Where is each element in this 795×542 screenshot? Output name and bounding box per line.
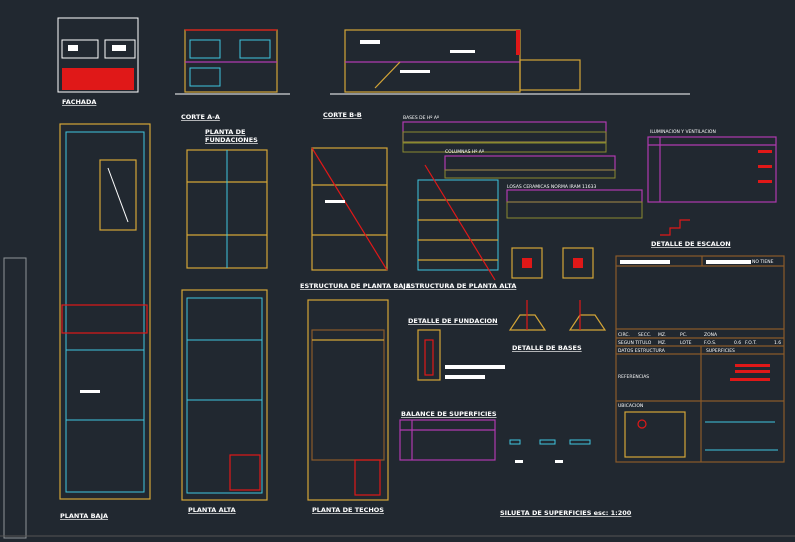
corte-bb-drawing	[330, 29, 690, 95]
corte-bb-label: CORTE B-B	[323, 111, 362, 119]
planta-fundaciones-drawing	[186, 149, 268, 269]
tb-zona: ZONA	[704, 332, 718, 338]
planta-techos-label: PLANTA DE TECHOS	[312, 506, 384, 514]
tb-ubicacion: UBICACION	[618, 403, 643, 409]
tb-circ: CIRC.	[618, 332, 630, 338]
estructura-pa-drawing	[417, 164, 499, 281]
planta-baja-drawing	[59, 123, 151, 500]
tb-fos-value: 0.6	[734, 340, 741, 346]
estructura-pb-drawing	[311, 147, 388, 271]
tb-mz: MZ.	[658, 332, 666, 338]
tb-fot: F.O.T.	[745, 340, 757, 346]
tb-superficies: SUPERFICIES	[706, 348, 735, 354]
fachada-drawing	[57, 17, 139, 93]
tb-segun-titulo: SEGUN TITULO	[618, 340, 652, 346]
tb-datos-estructura: DATOS ESTRUCTURA	[618, 348, 666, 354]
planta-alta-drawing	[181, 289, 268, 501]
detalle-escalon-label: DETALLE DE ESCALON	[651, 240, 731, 248]
detalle-fundacion-label: DETALLE DE FUNDACION	[408, 317, 498, 325]
estructura-pb-label: ESTRUCTURA DE PLANTA BAJA	[300, 282, 411, 290]
planta-alta-label: PLANTA ALTA	[188, 506, 236, 514]
iluminacion-table-title: ILUMINACION Y VENTILACION	[650, 129, 716, 135]
silueta-label: SILUETA DE SUPERFICIES esc: 1:200	[500, 509, 632, 517]
tb-fot-value: 1.6	[774, 340, 781, 346]
bases-table	[402, 121, 607, 153]
fachada-label: FACHADA	[62, 98, 96, 106]
planta-techos-drawing	[307, 299, 389, 501]
planta-fundaciones-label-1: PLANTA DE	[205, 128, 245, 136]
tb-pc: PC.	[680, 332, 687, 338]
detalle-escalon-drawing	[660, 219, 690, 236]
tb-mz2: MZ.	[658, 340, 666, 346]
columnas-table	[444, 155, 616, 179]
silueta-drawing	[509, 439, 591, 463]
sheet-border	[3, 257, 27, 539]
tb-no-tiene: NO TIENE	[752, 259, 774, 265]
detalle-fundacion-drawing	[417, 329, 505, 381]
estructura-pa-label: ESTRUCTURA DE PLANTA ALTA	[406, 282, 516, 290]
bases-detail-drawing	[508, 247, 607, 331]
balance-label: BALANCE DE SUPERFICIES	[401, 410, 497, 418]
tb-referencias: REFERENCIAS	[618, 374, 649, 380]
tb-lote: LOTE	[680, 340, 692, 346]
losas-table	[506, 189, 643, 219]
iluminacion-table	[647, 136, 777, 203]
losas-table-title: LOSAS CERAMICAS NORMA IRAM 11633	[507, 184, 596, 190]
corte-aa-drawing	[175, 29, 290, 95]
detalle-bases-label: DETALLE DE BASES	[512, 344, 582, 352]
planta-fundaciones-label-2: FUNDACIONES	[205, 136, 258, 144]
tb-secc: SECC.	[638, 332, 651, 338]
title-block	[615, 255, 785, 463]
balance-table	[399, 419, 496, 461]
planta-baja-label: PLANTA BAJA	[60, 512, 108, 520]
tb-fos: F.O.S.	[704, 340, 716, 346]
columnas-table-title: COLUMNAS Hº Aº	[445, 149, 484, 155]
bases-table-title: BASES DE Hº Aº	[403, 115, 439, 121]
corte-aa-label: CORTE A-A	[181, 113, 220, 121]
